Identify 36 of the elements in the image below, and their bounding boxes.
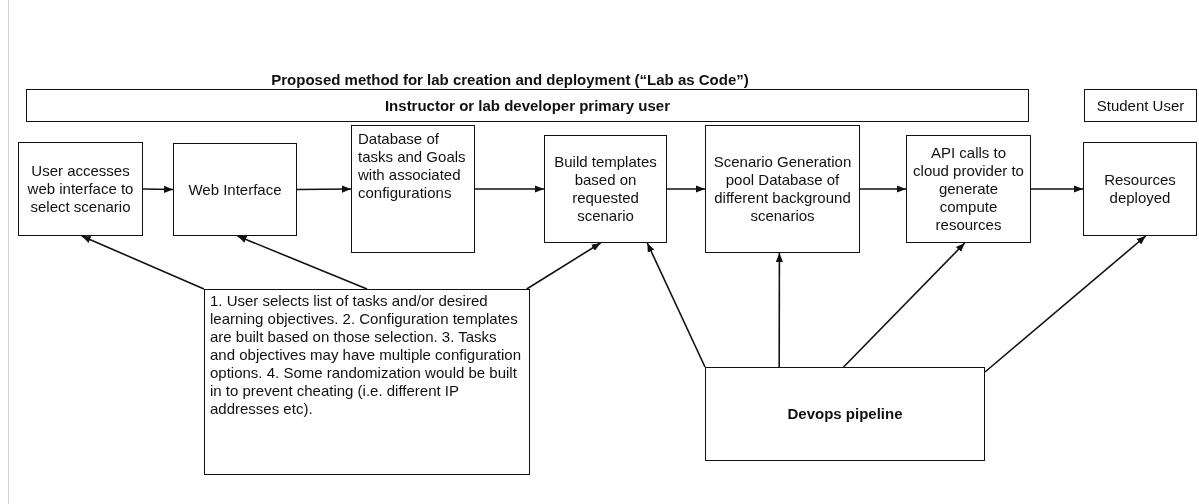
arrow	[859, 185, 907, 193]
process-box	[705, 367, 985, 461]
process-box	[173, 143, 297, 236]
diagram-title: Proposed method for lab creation and deployment (“Lab as Code”)	[270, 71, 750, 88]
box-text: API calls to cloud provider to generate compute resources	[912, 144, 1025, 234]
arrow	[1030, 185, 1084, 193]
arrow	[646, 242, 706, 368]
box-text: Scenario Generation pool Database of different background scenarios	[712, 153, 853, 225]
arrow	[666, 185, 706, 193]
arrow	[80, 235, 205, 290]
note-box	[204, 289, 530, 475]
process-box	[351, 125, 475, 253]
box-text: Devops pipeline	[787, 405, 903, 423]
arrow	[842, 242, 966, 368]
process-box	[18, 142, 143, 236]
box-text: Resources deployed	[1103, 171, 1177, 207]
box-text: Database of tasks and Goals with associated configurations	[358, 130, 467, 202]
box-text: Student User	[1096, 96, 1185, 115]
role-band	[1084, 89, 1197, 122]
process-box	[544, 135, 667, 243]
role-band	[26, 89, 1029, 122]
arrow	[296, 185, 352, 193]
box-text: User accesses web interface to select scenario	[26, 162, 135, 216]
process-box	[906, 135, 1031, 243]
arrow	[525, 242, 602, 290]
box-text: 1. User selects list of tasks and/or desired learning objectives. 2. Configuration templates are built based on those selection. 3. Tasks and objectives may have multiple configuration options. 4. Some randomization would be built in to prevent cheating (i.e. different IP addresses etc).	[210, 292, 522, 418]
box-text: Web Interface	[188, 180, 282, 199]
arrow	[984, 235, 1147, 373]
arrow	[142, 185, 174, 193]
process-box	[1083, 142, 1197, 236]
arrow	[474, 185, 545, 193]
process-box	[705, 125, 860, 253]
arrow	[236, 235, 368, 290]
box-text: Instructor or lab developer primary user	[384, 96, 671, 115]
arrow	[775, 252, 783, 368]
box-text: Build templates based on requested scenario	[553, 153, 658, 225]
